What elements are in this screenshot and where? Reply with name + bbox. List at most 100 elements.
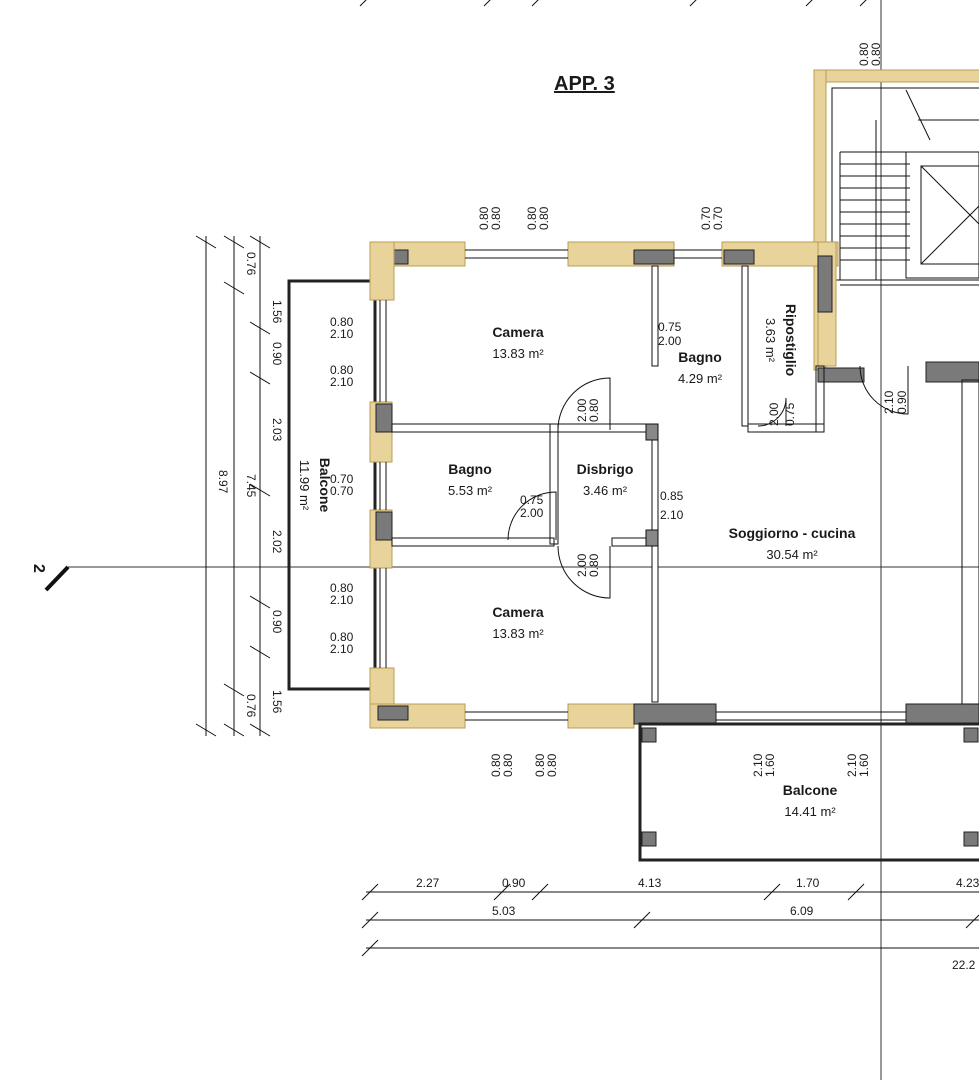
- svg-text:2.10: 2.10: [882, 390, 896, 414]
- svg-text:0.80: 0.80: [330, 581, 354, 595]
- room-bagno-left: Bagno 5.53 m²: [448, 461, 493, 498]
- svg-text:8.97: 8.97: [216, 470, 230, 494]
- room-balcone-left: Balcone 11.99 m²: [297, 458, 333, 513]
- svg-text:Balcone: Balcone: [317, 458, 333, 513]
- svg-text:6.09: 6.09: [790, 904, 814, 918]
- opening-dims-bottom: 0.80 0.80 0.80 0.80 1.60 2.10 1.60 2.10: [489, 753, 871, 777]
- svg-text:4.13: 4.13: [638, 876, 662, 890]
- svg-text:0.90: 0.90: [502, 876, 526, 890]
- svg-text:2.00: 2.00: [658, 334, 682, 348]
- room-soggiorno-cucina: Soggiorno - cucina 30.54 m²: [729, 525, 856, 562]
- svg-text:0.90: 0.90: [895, 390, 909, 414]
- svg-text:4.29 m²: 4.29 m²: [678, 371, 723, 386]
- left-dimension-values: 1.56 0.90 2.03 2.02 0.90 1.56 0.76 7.45 …: [216, 252, 284, 718]
- bottom-balcony: [638, 722, 979, 862]
- svg-text:0.80: 0.80: [525, 206, 539, 230]
- svg-text:Soggiorno - cucina: Soggiorno - cucina: [729, 525, 856, 541]
- svg-text:1.60: 1.60: [857, 753, 871, 777]
- svg-text:0.80: 0.80: [330, 363, 354, 377]
- plan-title: APP. 3: [554, 73, 615, 95]
- svg-text:0.80: 0.80: [477, 206, 491, 230]
- door-dims: 0.75 2.00 0.80 2.00 0.75 2.00 0.90 2.10 …: [520, 320, 909, 577]
- svg-text:2.10: 2.10: [330, 642, 354, 656]
- door-swings: [507, 365, 909, 599]
- svg-text:0.80: 0.80: [545, 753, 559, 777]
- room-camera-top: Camera 13.83 m²: [492, 324, 544, 361]
- exterior-walls: [369, 241, 979, 729]
- bottom-dimension-lines: [361, 883, 979, 957]
- svg-text:0.90: 0.90: [270, 342, 284, 366]
- svg-text:0.75: 0.75: [520, 493, 544, 507]
- svg-text:2.00: 2.00: [575, 398, 589, 422]
- svg-text:2.27: 2.27: [416, 876, 440, 890]
- svg-text:0.75: 0.75: [658, 320, 682, 334]
- svg-text:30.54 m²: 30.54 m²: [766, 547, 818, 562]
- svg-text:2.03: 2.03: [270, 418, 284, 442]
- bottom-dimension-values: 2.27 0.90 4.13 1.70 4.23 5.03 6.09 22.2: [416, 876, 979, 972]
- svg-text:0.80: 0.80: [330, 630, 354, 644]
- svg-text:0.76: 0.76: [244, 252, 258, 276]
- svg-text:0.70: 0.70: [699, 206, 713, 230]
- svg-text:1.56: 1.56: [270, 300, 284, 324]
- svg-text:0.80: 0.80: [587, 398, 601, 422]
- svg-text:13.83 m²: 13.83 m²: [492, 346, 544, 361]
- svg-text:0.76: 0.76: [244, 694, 258, 718]
- svg-text:5.53 m²: 5.53 m²: [448, 483, 493, 498]
- svg-text:0.80: 0.80: [501, 753, 515, 777]
- opening-dims-top: 0.80 0.80 0.80 0.80 0.70 0.70: [477, 206, 725, 230]
- svg-text:0.90: 0.90: [270, 610, 284, 634]
- svg-text:0.70: 0.70: [330, 472, 354, 486]
- svg-text:14.41 m²: 14.41 m²: [784, 804, 836, 819]
- svg-text:11.99 m²: 11.99 m²: [297, 460, 312, 511]
- svg-text:1.56: 1.56: [270, 690, 284, 714]
- svg-text:2.00: 2.00: [575, 553, 589, 577]
- room-balcone-bottom: Balcone 14.41 m²: [783, 782, 838, 819]
- svg-text:2.02: 2.02: [270, 530, 284, 554]
- svg-text:Camera: Camera: [492, 324, 544, 340]
- svg-text:3.46 m²: 3.46 m²: [583, 483, 628, 498]
- svg-text:22.2: 22.2: [952, 958, 976, 972]
- svg-text:Ripostiglio: Ripostiglio: [783, 304, 799, 376]
- svg-text:0.85: 0.85: [660, 489, 684, 503]
- svg-text:2.10: 2.10: [845, 753, 859, 777]
- svg-text:2.10: 2.10: [330, 375, 354, 389]
- svg-text:0.70: 0.70: [330, 484, 354, 498]
- svg-text:0.75: 0.75: [783, 402, 797, 426]
- left-dimension-lines: [195, 235, 271, 737]
- svg-text:13.83 m²: 13.83 m²: [492, 626, 544, 641]
- svg-text:1.70: 1.70: [796, 876, 820, 890]
- opening-dims-left: 0.80 2.10 0.80 2.10 0.70 0.70 0.80 2.10 …: [330, 315, 354, 656]
- interior-walls: [391, 265, 825, 703]
- svg-text:Camera: Camera: [492, 604, 544, 620]
- left-balcony-railing: [287, 279, 377, 691]
- svg-text:1.60: 1.60: [763, 753, 777, 777]
- svg-text:2.10: 2.10: [751, 753, 765, 777]
- svg-text:3.63 m²: 3.63 m²: [763, 318, 778, 363]
- svg-text:2.10: 2.10: [660, 508, 684, 522]
- svg-text:2.10: 2.10: [330, 593, 354, 607]
- section-marker-arrow: [44, 565, 70, 592]
- room-ripostiglio: Ripostiglio 3.63 m²: [763, 304, 799, 376]
- svg-text:2.10: 2.10: [330, 327, 354, 341]
- svg-text:0.80: 0.80: [857, 42, 871, 66]
- svg-text:0.80: 0.80: [869, 42, 883, 66]
- svg-text:2.00: 2.00: [767, 402, 781, 426]
- svg-text:4.23: 4.23: [956, 876, 979, 890]
- svg-text:Bagno: Bagno: [448, 461, 492, 477]
- room-disbrigo: Disbrigo 3.46 m²: [577, 461, 634, 498]
- svg-text:5.03: 5.03: [492, 904, 516, 918]
- svg-text:0.80: 0.80: [533, 753, 547, 777]
- stairs-opening-dim: 0.80 0.80: [857, 42, 883, 66]
- svg-text:0.70: 0.70: [711, 206, 725, 230]
- stairwell: [813, 69, 979, 383]
- svg-text:7.45: 7.45: [244, 474, 258, 498]
- svg-text:Bagno: Bagno: [678, 349, 722, 365]
- svg-text:0.80: 0.80: [537, 206, 551, 230]
- svg-text:0.80: 0.80: [587, 553, 601, 577]
- svg-text:0.80: 0.80: [489, 206, 503, 230]
- top-ticks: [359, 0, 867, 7]
- section-marker-label: 2: [30, 564, 47, 573]
- room-bagno-top: Bagno 4.29 m²: [678, 349, 723, 386]
- svg-text:Balcone: Balcone: [783, 782, 838, 798]
